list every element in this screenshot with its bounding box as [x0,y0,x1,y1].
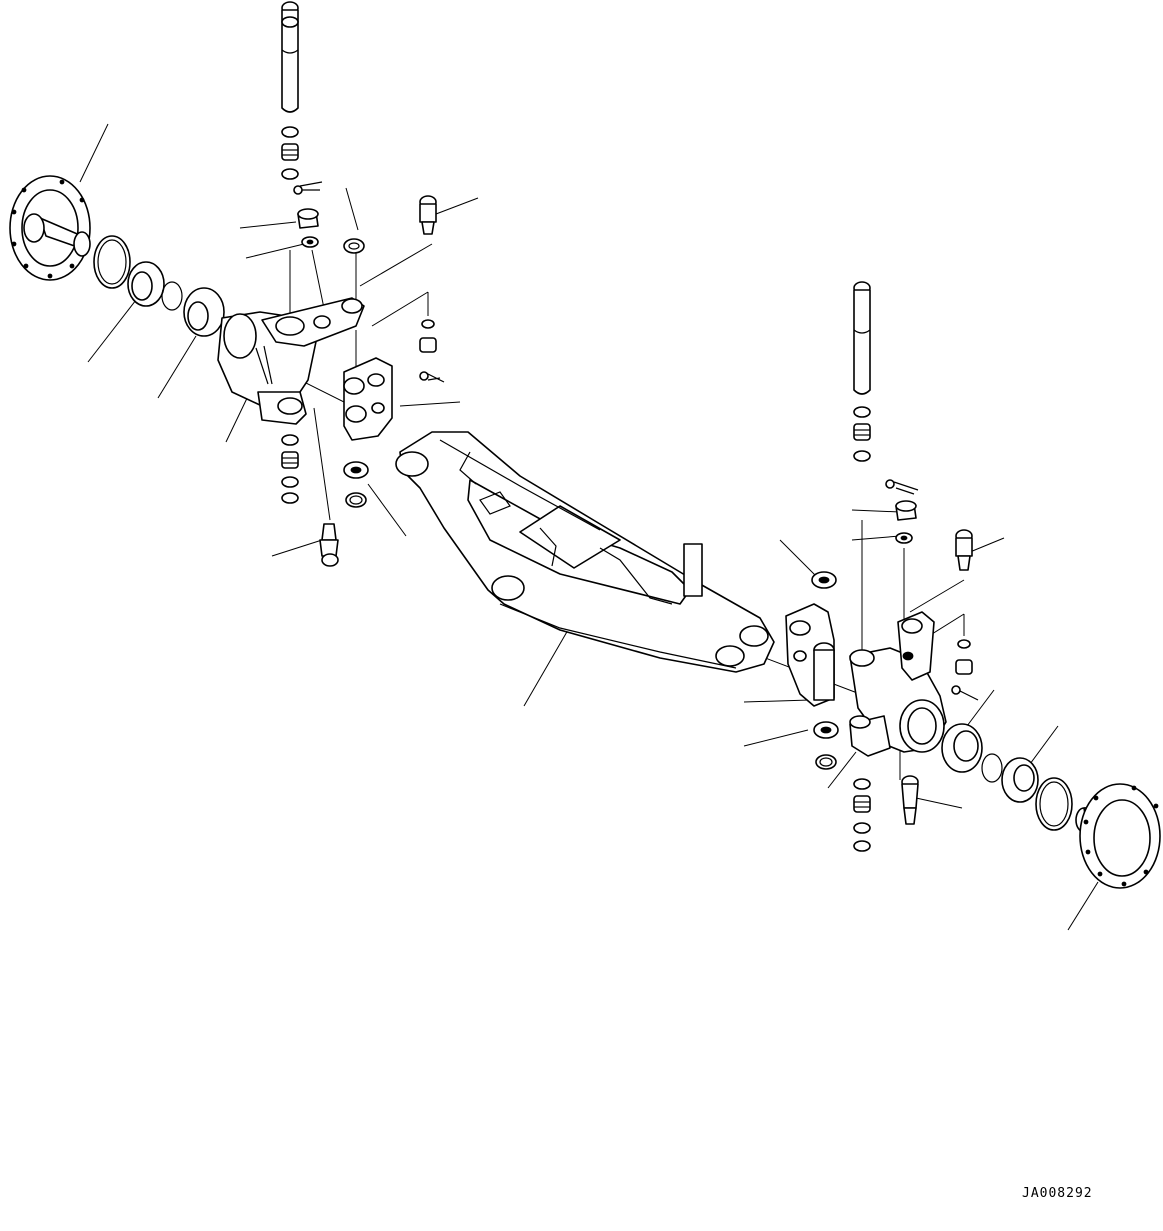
left-lower-ball-joint [319,523,339,567]
leader-lines [79,123,1099,931]
left-oil-seal [127,261,165,307]
left-steering-knuckle [217,297,365,425]
right-steering-arm [785,603,835,707]
right-lower-washers [813,721,839,770]
right-lower-ball-joint [901,775,919,825]
left-upper-kingpin-stack [281,1,323,248]
left-lower-kingpin-stack [281,434,299,504]
left-small-parts [419,319,445,383]
left-upper-washer [343,238,365,254]
right-hub-flange [1075,783,1161,889]
right-upper-kingpin-stack [853,281,919,544]
right-small-parts [951,639,979,701]
left-bearing [183,287,225,337]
left-hub-flange [9,175,91,281]
left-upper-ball-joint [419,195,437,235]
right-lower-kingpin-stack [853,778,871,852]
right-o-ring [1035,777,1073,831]
right-thin-ring [981,753,1003,783]
right-upper-ball-joint [955,529,973,571]
right-bearing [1001,757,1039,803]
right-steering-knuckle [849,611,947,757]
left-steering-arm [343,357,393,441]
right-oil-seal [941,723,983,773]
axle-beam [395,431,775,673]
left-thin-ring [161,281,183,311]
left-lower-washers [343,461,369,508]
drawing-id-label: JA008292 [1022,1186,1093,1201]
left-o-ring [93,235,131,289]
right-upper-washer [811,571,837,589]
